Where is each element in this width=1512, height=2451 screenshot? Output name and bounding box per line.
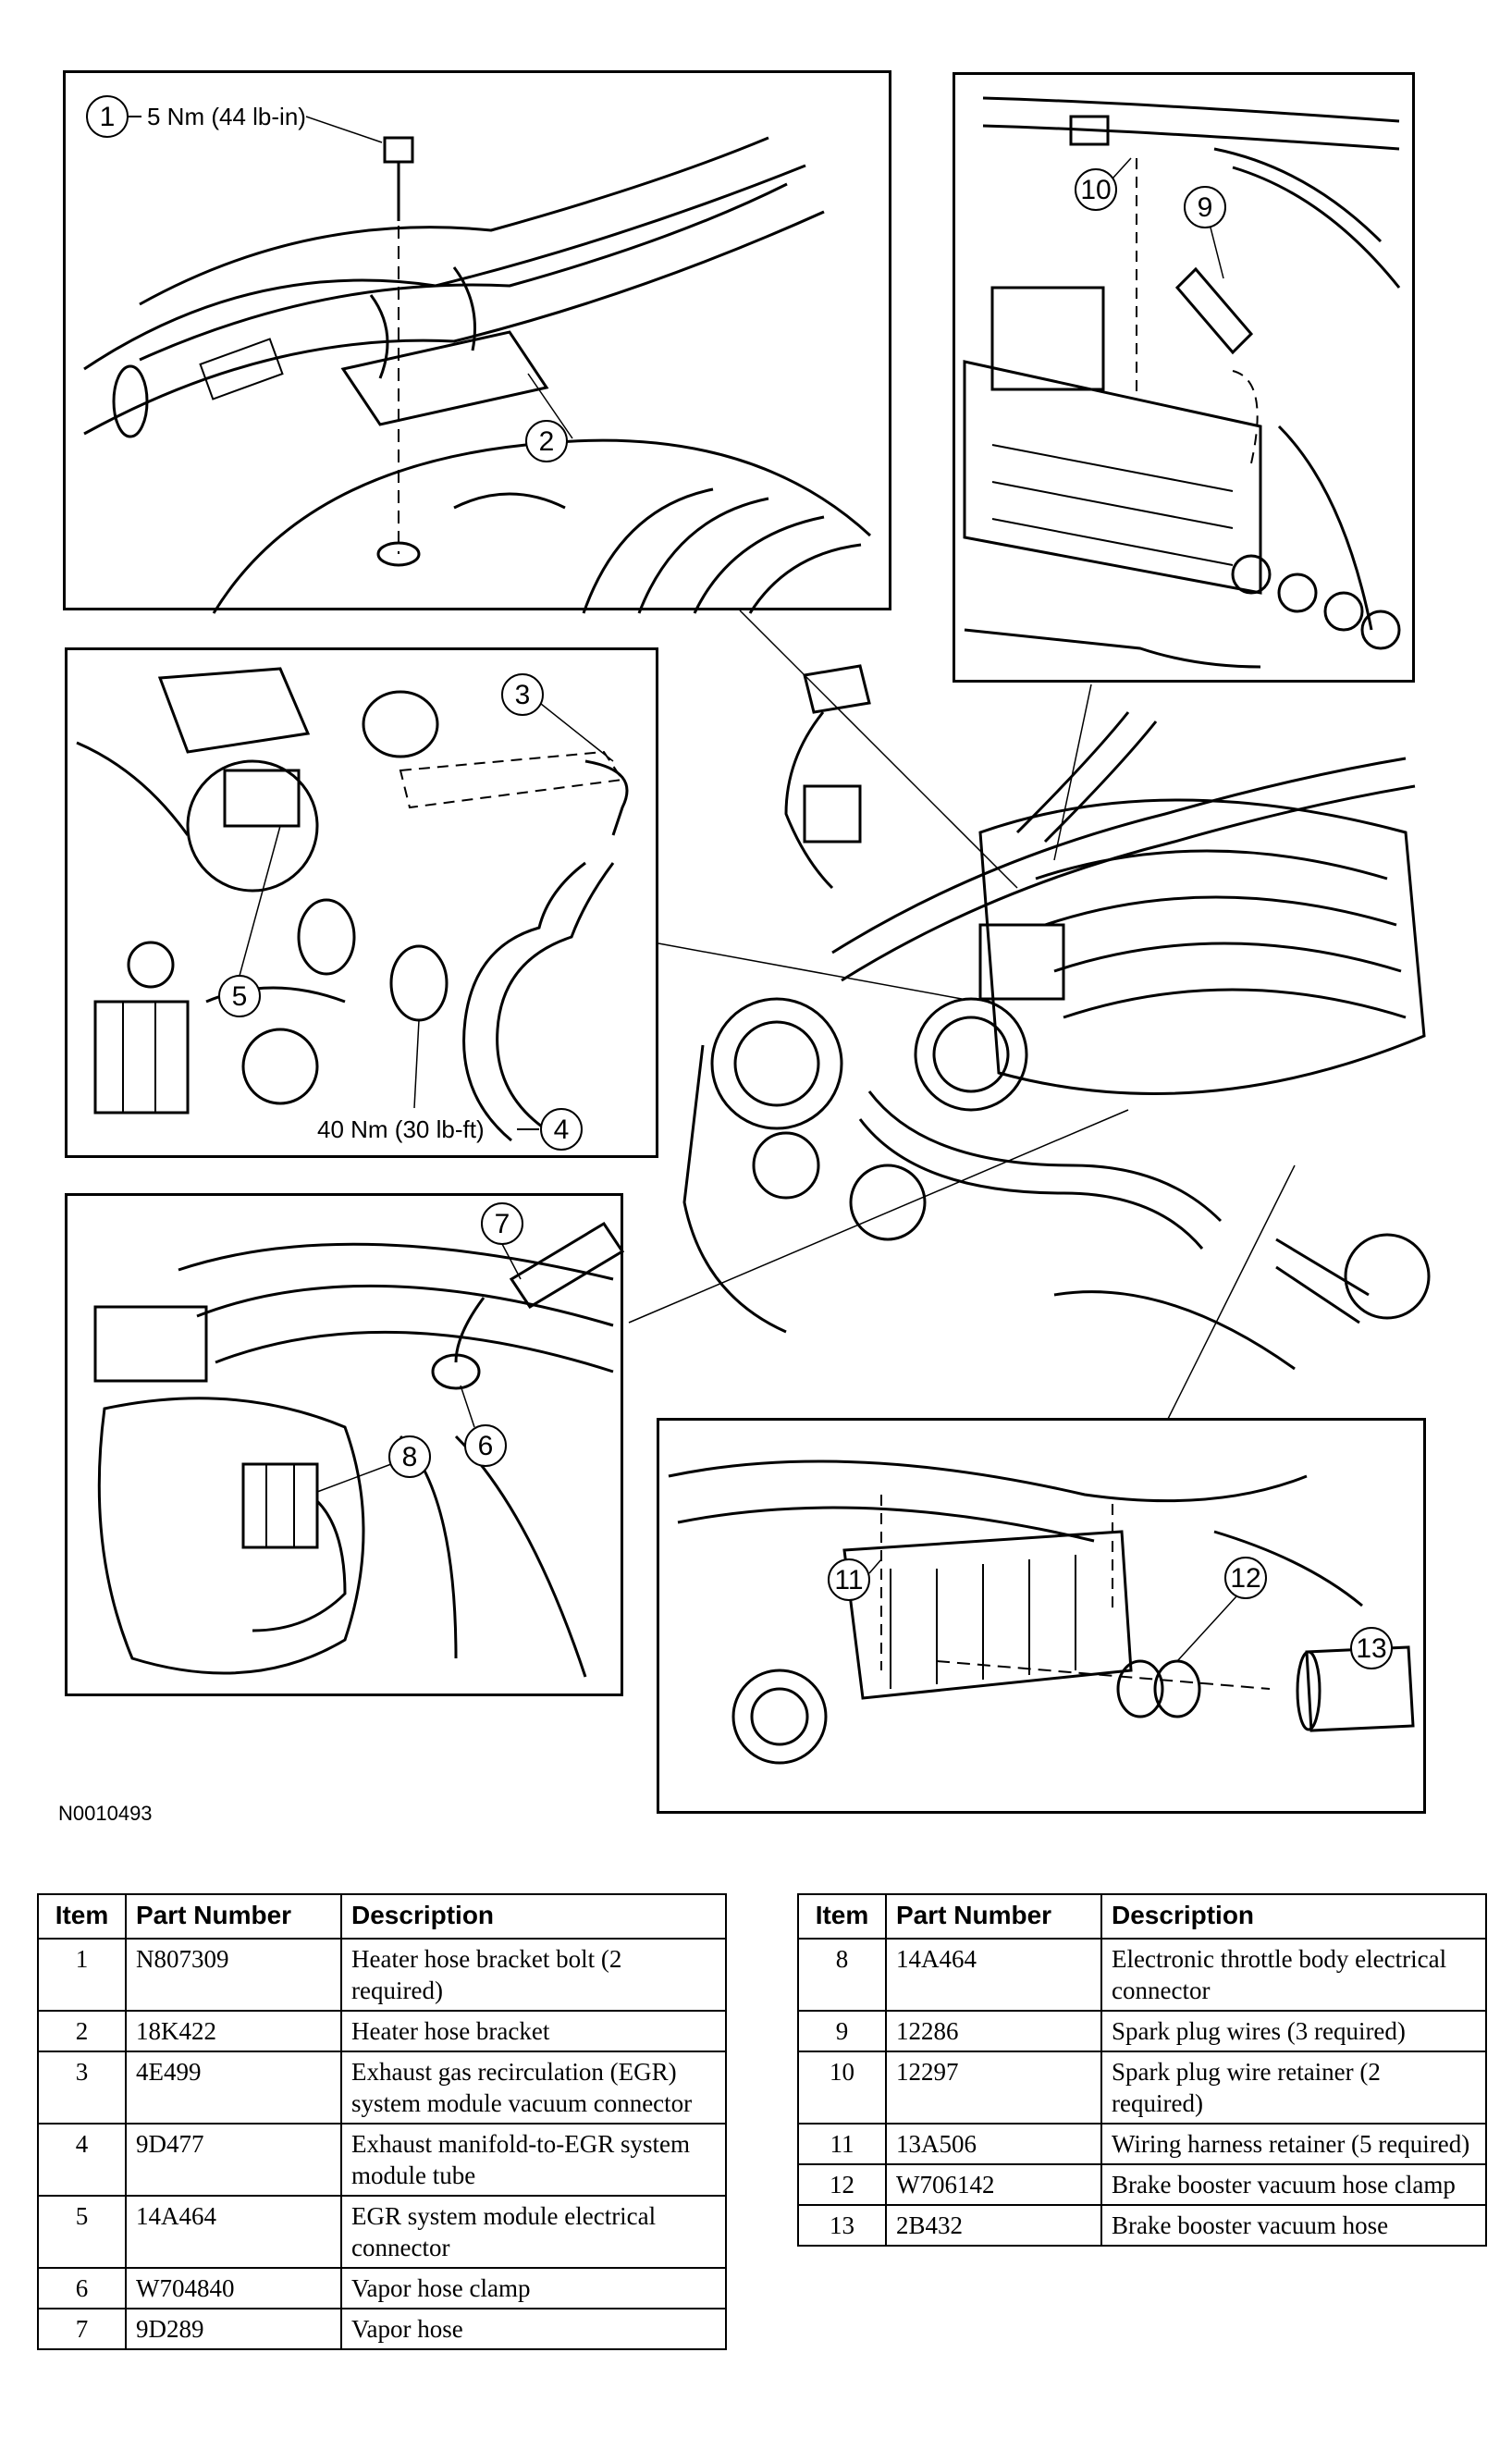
part-number-cell: 9D289: [125, 2308, 342, 2350]
callout-2-label: 2: [539, 426, 555, 457]
callout-11-label: 11: [834, 1565, 863, 1595]
part-number-cell: 12297: [885, 2051, 1102, 2125]
callout-13-label: 13: [1356, 1633, 1386, 1664]
item-cell: 4: [37, 2123, 127, 2197]
description-cell: Vapor hose: [340, 2308, 727, 2350]
description-cell: Vapor hose clamp: [340, 2267, 727, 2309]
callout-1-label: 1: [100, 102, 116, 132]
description-cell: Exhaust gas recirculation (EGR) system m…: [340, 2051, 727, 2125]
description-cell: Exhaust manifold-to-EGR system module tu…: [340, 2123, 727, 2197]
description-cell: Heater hose bracket: [340, 2010, 727, 2052]
main-engine-overview-illustration: [628, 610, 1431, 1425]
description-cell: Spark plug wires (3 required): [1100, 2010, 1487, 2052]
detail-panel-vapor-hose: 7 8 6: [65, 1193, 625, 1696]
egr-module-illustration: 3 5 40 Nm (30 lb-ft) 4: [76, 667, 629, 1151]
callout-7-label: 7: [495, 1209, 510, 1239]
callout-6-label: 6: [478, 1431, 494, 1461]
callout-4-label: 4: [554, 1115, 570, 1145]
spark-plug-wires-illustration: 10 9: [963, 96, 1401, 669]
description-cell: EGR system module electrical connector: [340, 2195, 727, 2269]
torque-spec-bolt-1: 5 Nm (44 lb-in): [147, 103, 306, 130]
callout-10-label: 10: [1080, 175, 1111, 205]
figure-id: N0010493: [58, 1802, 153, 1825]
description-cell: Electronic throttle body electrical conn…: [1100, 1938, 1487, 2012]
heater-hose-bracket-illustration: 1 5 Nm (44 lb-in) 2: [83, 95, 872, 614]
table-header-row: Item Part Number Description: [37, 1893, 727, 1940]
part-number-cell: 9D477: [125, 2123, 342, 2197]
part-number-cell: 12286: [885, 2010, 1102, 2052]
callout-8-label: 8: [402, 1442, 418, 1472]
item-cell: 3: [37, 2051, 127, 2125]
item-cell: 7: [37, 2308, 127, 2350]
item-cell: 12: [797, 2163, 887, 2206]
description-cell: Wiring harness retainer (5 required): [1100, 2123, 1487, 2165]
table-header-row: Item Part Number Description: [797, 1893, 1487, 1940]
part-number-cell: 4E499: [125, 2051, 342, 2125]
part-number-cell: 13A506: [885, 2123, 1102, 2165]
part-number-cell: 14A464: [885, 1938, 1102, 2012]
description-cell: Heater hose bracket bolt (2 required): [340, 1938, 727, 2012]
vapor-hose-illustration: 7 8 6: [93, 1202, 625, 1678]
header-item: Item: [37, 1893, 127, 1940]
callout-5-label: 5: [232, 981, 248, 1012]
item-cell: 2: [37, 2010, 127, 2052]
item-cell: 1: [37, 1938, 127, 2012]
part-number-cell: 18K422: [125, 2010, 342, 2052]
item-cell: 8: [797, 1938, 887, 2012]
brake-booster-hose-illustration: 11 12 13: [668, 1460, 1415, 1765]
item-cell: 9: [797, 2010, 887, 2052]
part-number-cell: W704840: [125, 2267, 342, 2309]
callout-9-label: 9: [1198, 192, 1213, 223]
description-cell: Brake booster vacuum hose clamp: [1100, 2163, 1487, 2206]
header-description: Description: [340, 1893, 727, 1940]
detail-panel-egr-module: 3 5 40 Nm (30 lb-ft) 4: [65, 647, 658, 1158]
part-number-cell: 2B432: [885, 2204, 1102, 2247]
item-cell: 5: [37, 2195, 127, 2269]
part-number-cell: W706142: [885, 2163, 1102, 2206]
item-cell: 11: [797, 2123, 887, 2165]
header-item: Item: [797, 1893, 887, 1940]
description-cell: Brake booster vacuum hose: [1100, 2204, 1487, 2247]
item-cell: 10: [797, 2051, 887, 2125]
header-part-number: Part Number: [125, 1893, 342, 1940]
detail-panel-heater-hose-bracket: 1 5 Nm (44 lb-in) 2: [63, 70, 891, 614]
header-part-number: Part Number: [885, 1893, 1102, 1940]
item-cell: 13: [797, 2204, 887, 2247]
detail-panel-brake-booster-hose: 11 12 13: [657, 1418, 1426, 1814]
detail-panel-spark-plug-wires: 10 9: [953, 72, 1415, 683]
item-cell: 6: [37, 2267, 127, 2309]
description-cell: Spark plug wire retainer (2 required): [1100, 2051, 1487, 2125]
part-number-cell: 14A464: [125, 2195, 342, 2269]
callout-3-label: 3: [515, 680, 531, 710]
callout-12-label: 12: [1230, 1563, 1260, 1594]
torque-spec-tube-4: 40 Nm (30 lb-ft): [317, 1115, 485, 1143]
part-number-cell: N807309: [125, 1938, 342, 2012]
header-description: Description: [1100, 1893, 1487, 1940]
